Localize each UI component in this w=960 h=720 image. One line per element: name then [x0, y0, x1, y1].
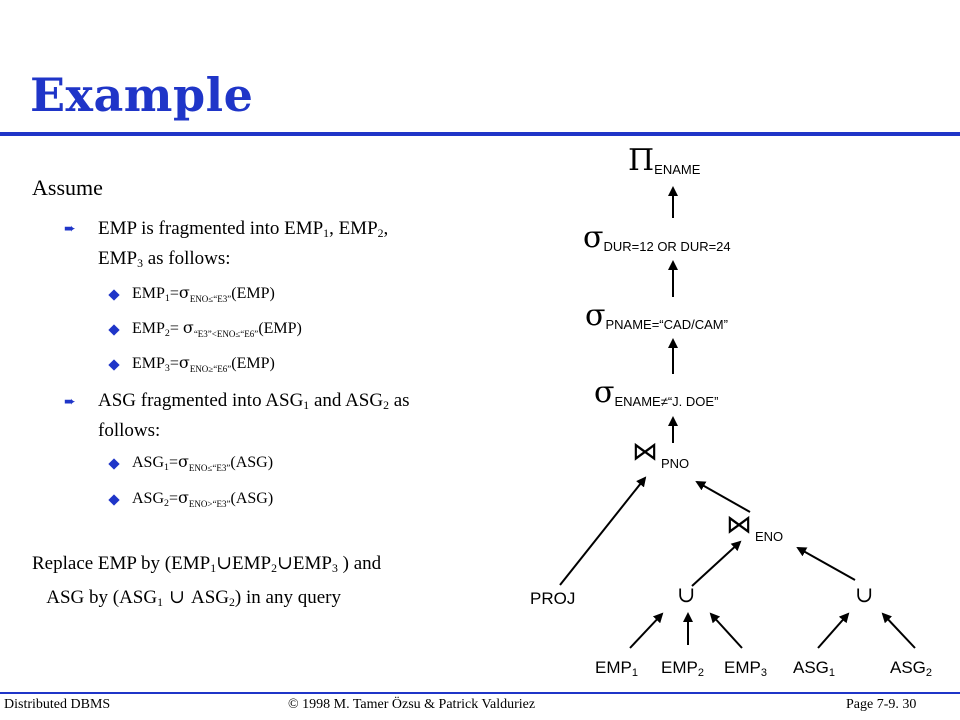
pointing-arrow-icon: ➨ — [64, 221, 76, 237]
bullet-emp-fragmented: EMP is fragmented into EMP1, EMP2,EMP3 a… — [98, 218, 389, 270]
footer-copyright: © 1998 M. Tamer Özsu & Patrick Valduriez — [288, 697, 536, 712]
footer-rule — [0, 692, 960, 694]
leaf-emp2: EMP2 — [661, 658, 704, 679]
replace-instruction: Replace EMP by (EMP1∪EMP2∪EMP3 ) and ASG… — [32, 552, 382, 609]
pointing-arrow-icon: ➨ — [64, 394, 76, 410]
join-node-eno: ⋈ENO — [726, 510, 784, 544]
union-node-asg: ∪ — [855, 583, 874, 608]
emp3-definition: EMP3=σENO≥“E6”(EMP) — [132, 353, 275, 374]
leaf-asg2: ASG2 — [890, 658, 933, 679]
page-title: Example — [30, 68, 254, 122]
leaf-emp1: EMP1 — [595, 658, 638, 679]
leaf-proj: PROJ — [530, 589, 576, 608]
leaf-emp3: EMP3 — [724, 658, 767, 679]
footer-course: Distributed DBMS — [4, 697, 111, 712]
union-node-emp: ∪ — [677, 583, 696, 608]
edge-proj-to-join1 — [559, 476, 647, 586]
selection-node-pname: σPNAME=“CAD/CAM” — [585, 298, 728, 333]
projection-node: ΠENAME — [628, 143, 701, 178]
title-underline — [0, 132, 960, 136]
asg1-definition: ASG1=σENO≤“E3”(ASG) — [132, 452, 274, 473]
footer-page-number: Page 7-9. 30 — [846, 697, 917, 712]
assume-heading: Assume — [32, 175, 103, 200]
selection-node-ename: σENAME≠“J. DOE” — [594, 375, 719, 410]
edge-join2-to-join1 — [695, 481, 751, 513]
edge-emp3-to-union1 — [709, 612, 743, 649]
edge-union2-to-join2 — [796, 547, 856, 581]
edge-asg1-to-union2 — [817, 612, 850, 649]
emp1-definition: EMP1=σENO≤“E3”(EMP) — [132, 283, 275, 304]
leaf-asg1: ASG1 — [793, 658, 836, 679]
asg2-definition: ASG2=σENO>“E3”(ASG) — [132, 488, 274, 509]
edge-union1-to-join2 — [691, 540, 742, 587]
edge-emp1-to-union1 — [629, 612, 664, 649]
edge-asg2-to-union2 — [881, 612, 916, 649]
join-node-pno: ⋈PNO — [632, 437, 690, 471]
selection-node-duration: σDUR=12 OR DUR=24 — [583, 220, 731, 255]
emp2-definition: EMP2= σ“E3”<ENO≤“E6”(EMP) — [132, 318, 302, 339]
